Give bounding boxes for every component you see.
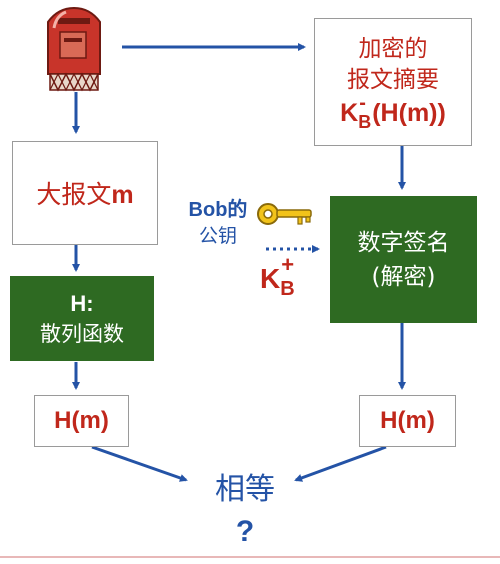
public-key-formula: K+B [260, 252, 320, 300]
formula-minus-sup: - [359, 92, 366, 114]
key-icon [257, 203, 312, 225]
arrow-hm-left-to-equal [91, 445, 188, 482]
hash-function-box: H: 散列函数 [10, 276, 154, 361]
mailbox-icon [47, 6, 101, 92]
encrypted-digest-box: 加密的 报文摘要 K-B(H(m)) [314, 18, 472, 146]
bob-label-line1: Bob的 [188, 199, 248, 221]
question-mark: ? [235, 515, 255, 548]
formula-k: K [340, 99, 359, 127]
equal-label: 相等 [215, 472, 275, 507]
digest-formula: K-B(H(m)) [340, 92, 446, 132]
large-message-box: 大报文m [12, 141, 158, 245]
digital-signature-box: 数字签名 (解密) [330, 196, 477, 323]
large-message-text: 大报文 [36, 180, 112, 209]
hm-right-text: H(m) [380, 407, 435, 434]
hm-left-text: H(m) [54, 407, 109, 434]
formula-rest: (H(m)) [372, 99, 446, 127]
large-message-var: m [111, 181, 134, 209]
formula-b-sub: B [358, 112, 372, 132]
signature-line1: 数字签名 [357, 229, 450, 256]
digest-line1: 加密的 [358, 36, 428, 62]
digest-line2: 报文摘要 [347, 67, 439, 93]
arrow-hm-right-to-equal [294, 445, 387, 482]
signature-line2: (解密) [371, 263, 436, 290]
bob-public-key-label: Bob的 公钥 [178, 197, 258, 249]
hash-line1: H: [70, 290, 94, 316]
hm-left-box: H(m) [34, 395, 129, 447]
pubkey-plus-sup: + [281, 252, 295, 277]
bob-label-line2: 公钥 [198, 225, 237, 247]
large-message-label: 大报文m [36, 175, 133, 211]
hash-line2: 散列函数 [40, 321, 124, 346]
pubkey-b-sub: B [280, 278, 295, 300]
hm-right-box: H(m) [359, 395, 456, 447]
pubkey-k: K [260, 263, 281, 294]
